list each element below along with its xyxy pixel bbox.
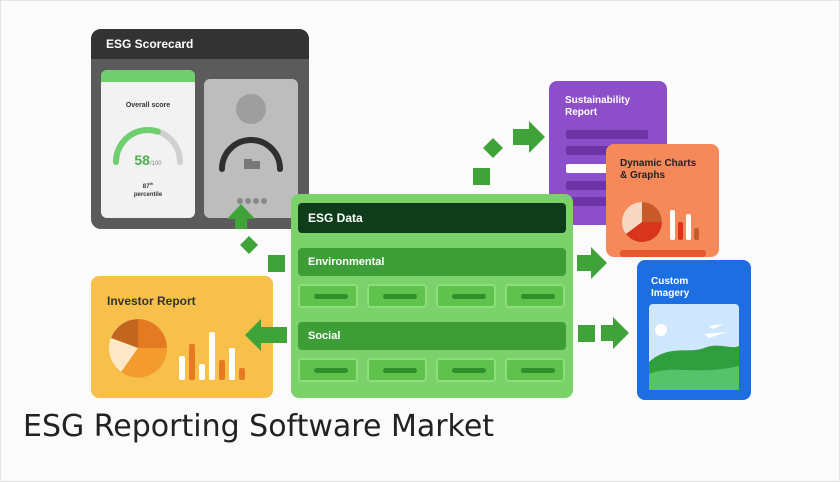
investor-report-card: Investor Report <box>91 276 273 398</box>
dynamic-charts-title: Dynamic Charts& Graphs <box>620 158 697 181</box>
arrow-right-icon <box>601 317 629 349</box>
connector-square <box>473 168 490 185</box>
arrow-right-icon <box>513 121 545 153</box>
data-cell <box>367 358 427 382</box>
arrow-up-icon <box>227 204 255 229</box>
landscape-image-icon <box>649 304 739 390</box>
dynamic-charts-card: Dynamic Charts& Graphs <box>606 144 719 257</box>
connector-diamond <box>483 138 503 158</box>
pie-bar-chart-icon <box>620 202 706 257</box>
data-cell <box>436 284 496 308</box>
data-cell <box>505 284 565 308</box>
pie-bar-chart-icon <box>109 319 245 380</box>
data-cell <box>436 358 496 382</box>
diagram-caption: ESG Reporting Software Market <box>23 409 495 444</box>
text-line <box>566 130 648 139</box>
connector-diamond <box>240 236 258 254</box>
esg-data-panel: ESG Data Environmental Social <box>291 194 573 398</box>
data-cell <box>505 358 565 382</box>
score-card-accent <box>101 70 195 82</box>
social-section: Social <box>298 322 566 350</box>
scorecard-title: ESG Scorecard <box>91 29 309 59</box>
overall-score-label: Overall score <box>125 102 171 109</box>
score-value: 58/100 <box>134 152 162 168</box>
profile-avatar-icon <box>219 94 283 204</box>
data-cell <box>367 284 427 308</box>
score-gauge-icon <box>113 127 183 165</box>
data-cell <box>298 284 358 308</box>
environmental-section: Environmental <box>298 248 566 276</box>
connector-square <box>268 255 285 272</box>
data-cell <box>298 358 358 382</box>
connector-square <box>578 325 595 342</box>
esg-data-title: ESG Data <box>298 203 566 233</box>
arrow-left-icon <box>245 319 287 351</box>
investor-report-title: Investor Report <box>107 294 196 308</box>
arrow-right-icon <box>577 247 607 279</box>
profile-card <box>204 79 298 218</box>
